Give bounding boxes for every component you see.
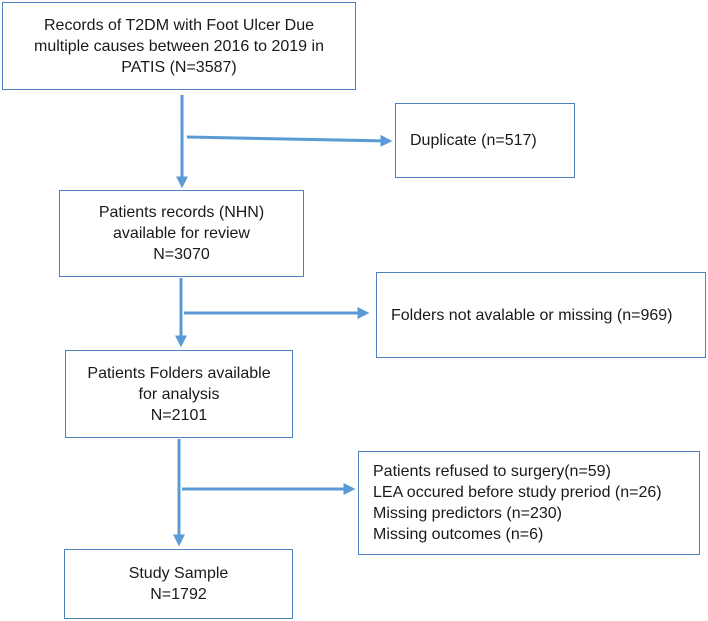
records-line-1: Records of T2DM with Foot Ulcer Due bbox=[43, 16, 314, 34]
sample-line-1: Study Sample bbox=[128, 565, 229, 582]
records-line-2: multiple causes between 2016 to 2019 in bbox=[34, 37, 324, 55]
analysis-box: Patients Folders available for analysis … bbox=[65, 350, 293, 438]
analysis-line-3: N=2101 bbox=[150, 406, 208, 424]
records-line-3: PATIS (N=3587) bbox=[121, 58, 237, 76]
analysis-line-2: for analysis bbox=[138, 385, 220, 403]
sample-line-2: N=1792 bbox=[150, 586, 207, 603]
review-line-2: available for review bbox=[113, 225, 250, 242]
duplicate-label: Duplicate (n=517) bbox=[410, 132, 537, 149]
review-line-1: Patients records (NHN) bbox=[98, 204, 265, 221]
duplicate-box: Duplicate (n=517) bbox=[395, 103, 575, 178]
records-box: Records of T2DM with Foot Ulcer Due mult… bbox=[2, 2, 356, 90]
arrow-to-duplicate bbox=[186, 134, 393, 147]
missing-folders-box: Folders not avalable or missing (n=969) bbox=[376, 272, 706, 358]
exclusion-missing-predictors: Missing predictors (n=230) bbox=[373, 505, 562, 522]
review-line-3: N=3070 bbox=[153, 246, 210, 263]
missing-folders-label: Folders not avalable or missing (n=969) bbox=[391, 306, 673, 324]
exclusion-missing-outcomes: Missing outcomes (n=6) bbox=[373, 526, 544, 543]
review-box: Patients records (NHN) available for rev… bbox=[59, 190, 304, 277]
exclusions-box: Patients refused to surgery(n=59) LEA oc… bbox=[358, 451, 700, 555]
study-sample-box: Study Sample N=1792 bbox=[64, 549, 293, 619]
exclusion-refused-surgery: Patients refused to surgery(n=59) bbox=[373, 463, 611, 480]
analysis-line-1: Patients Folders available bbox=[87, 364, 271, 382]
exclusion-lea-before-period: LEA occured before study preriod (n=26) bbox=[373, 484, 662, 501]
